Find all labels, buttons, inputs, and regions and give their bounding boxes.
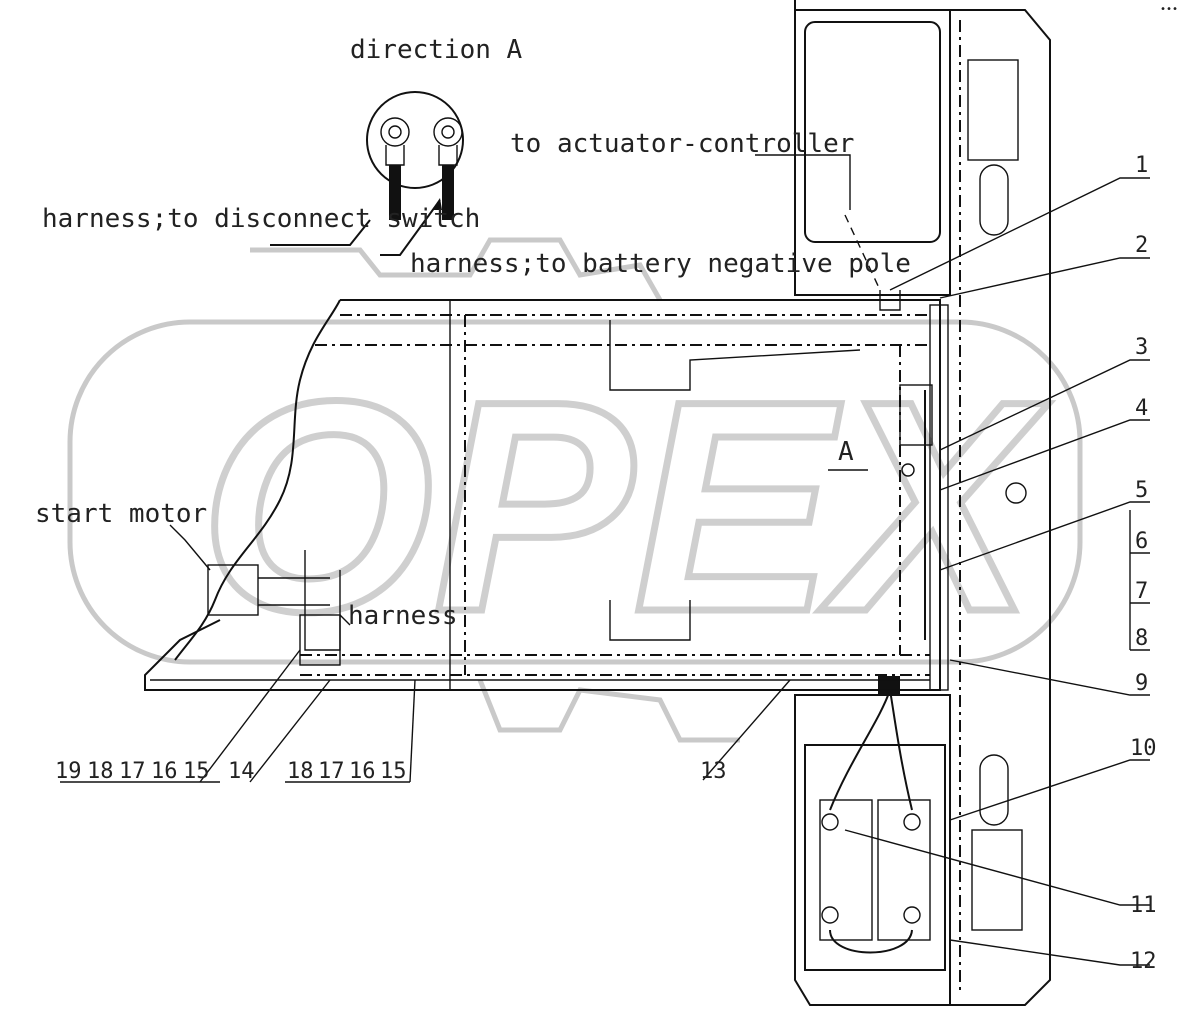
callout-b-15: 15 (183, 759, 210, 784)
callout-12: 12 (1130, 949, 1157, 974)
callout-3: 3 (1135, 335, 1148, 360)
callout-10: 10 (1130, 736, 1157, 761)
callout-b-18: 18 (87, 759, 114, 784)
callout-1: 1 (1135, 153, 1148, 178)
direction-a-label: direction A (350, 35, 523, 65)
callout-b-19: 19 (55, 759, 82, 784)
callout-13: 13 (700, 759, 727, 784)
direction-a-detail (270, 91, 464, 256)
watermark-text: OPEX (200, 338, 1049, 674)
battery-box (794, 676, 951, 1006)
callout-6: 6 (1135, 529, 1148, 554)
callout-4: 4 (1135, 396, 1148, 421)
callout-5: 5 (1135, 478, 1148, 503)
callout-b-14: 14 (228, 759, 255, 784)
disconnect-switch-label: harness;to disconnect switch (42, 204, 480, 234)
actuator-controller-label: to actuator-controller (510, 129, 854, 159)
start-motor-label: start motor (35, 499, 207, 529)
callout-b-16: 16 (151, 759, 178, 784)
callout-7: 7 (1135, 579, 1148, 604)
bottom-callouts: 19 18 17 16 15 14 18 17 16 15 13 (55, 759, 727, 784)
battery-negative-label: harness;to battery negative pole (410, 249, 911, 279)
right-frame (794, 0, 1051, 1006)
corner-mark: ••• (1160, 4, 1178, 15)
harness-label: harness (348, 601, 458, 631)
main-frame (144, 214, 949, 691)
callout-2: 2 (1135, 233, 1148, 258)
callout-b-17: 17 (119, 759, 146, 784)
callout-m-18: 18 (287, 759, 314, 784)
leader-lines (60, 154, 1150, 966)
view-a-label: A (838, 437, 854, 467)
callout-8: 8 (1135, 626, 1148, 651)
watermark: OPEX (67, 237, 1083, 743)
callout-m-16: 16 (349, 759, 376, 784)
right-callouts: 1 2 3 4 5 6 7 8 9 10 11 12 (1130, 153, 1157, 974)
callout-11: 11 (1130, 893, 1157, 918)
callout-m-17: 17 (318, 759, 345, 784)
callout-m-15: 15 (380, 759, 407, 784)
callout-9: 9 (1135, 671, 1148, 696)
